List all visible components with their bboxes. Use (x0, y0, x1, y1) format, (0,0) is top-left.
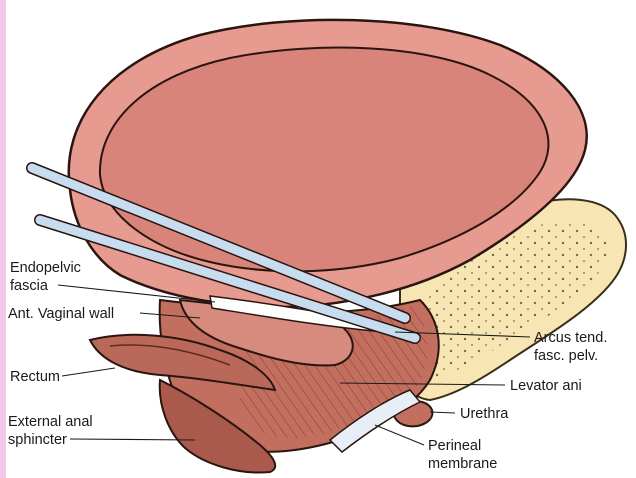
label-perineal-membrane-1: Perineal (428, 438, 481, 454)
label-external-anal-sphincter-2: sphincter (8, 432, 67, 448)
leader-perineal-membrane (375, 425, 424, 445)
label-arcus-tend-1: Arcus tend. (534, 330, 607, 346)
label-external-anal-sphincter-1: External anal (8, 414, 93, 430)
leader-rectum (62, 368, 115, 376)
label-urethra: Urethra (460, 406, 509, 422)
label-arcus-tend-2: fasc. pelv. (534, 348, 598, 364)
label-ant-vaginal-wall: Ant. Vaginal wall (8, 306, 114, 322)
label-endopelvic-fascia-2: fascia (10, 278, 49, 294)
label-perineal-membrane-2: membrane (428, 456, 497, 472)
label-rectum: Rectum (10, 369, 60, 385)
label-levator-ani: Levator ani (510, 378, 582, 394)
leader-urethra (430, 412, 455, 413)
label-endopelvic-fascia-1: Endopelvic (10, 260, 81, 276)
